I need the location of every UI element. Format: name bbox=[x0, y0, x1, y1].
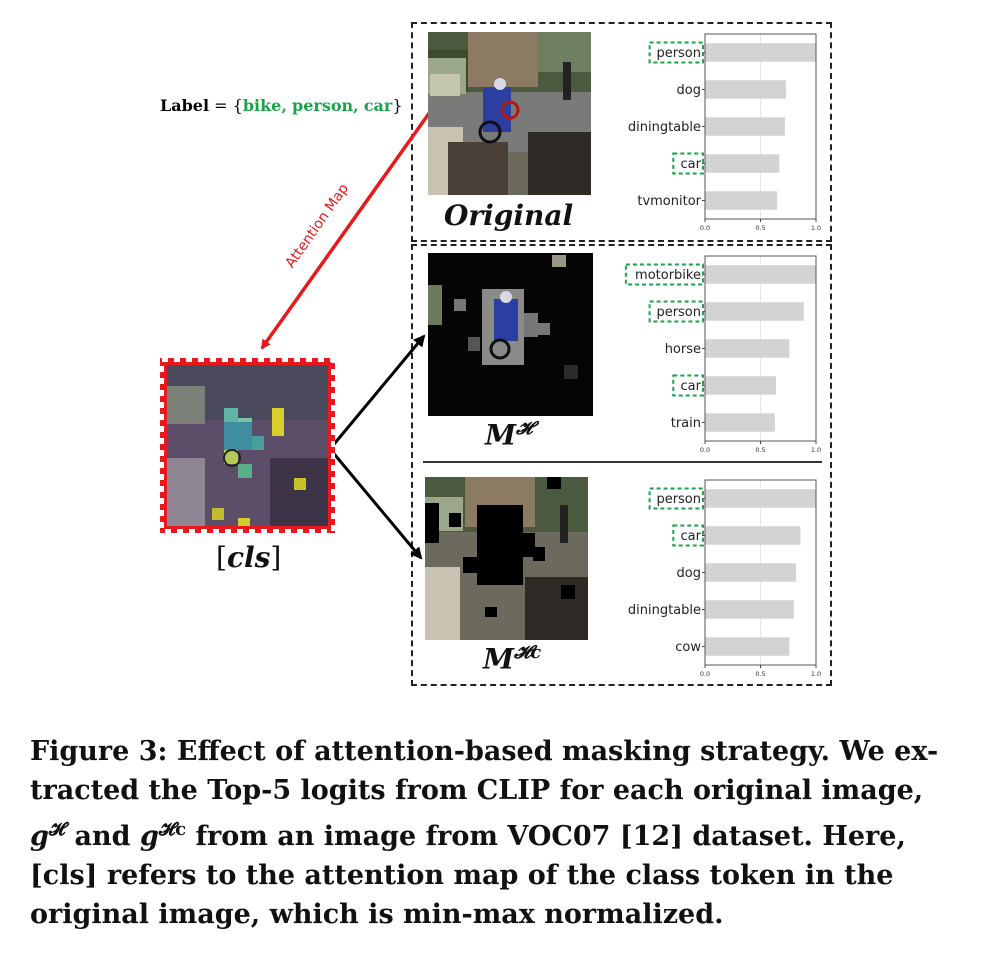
attention-arrow bbox=[260, 110, 432, 350]
original-image bbox=[428, 32, 591, 195]
x-tick-label: 1.0 bbox=[811, 224, 821, 232]
masked-panel-box bbox=[411, 244, 832, 686]
x-tick-label: 0.5 bbox=[755, 224, 765, 232]
x-tick-label: 0.0 bbox=[700, 446, 710, 454]
category-label: car bbox=[681, 529, 702, 544]
caption-line-4: [cls] refers to the attention map of the… bbox=[30, 860, 894, 891]
bar-train bbox=[705, 413, 775, 432]
category-label: motorbike bbox=[635, 268, 701, 283]
bar-cow bbox=[705, 637, 790, 656]
bar-motorbike bbox=[705, 265, 816, 284]
mh-label: M𝓗 bbox=[485, 418, 532, 451]
bar-person bbox=[705, 302, 804, 321]
category-label: car bbox=[681, 157, 702, 172]
category-label: car bbox=[681, 379, 702, 394]
cls-label: [cls] bbox=[216, 541, 282, 574]
label-item-bike: bike, bbox=[242, 96, 287, 115]
bar-dog bbox=[705, 563, 797, 582]
caption-line3-rest: from an image from VOC07 [12] dataset. H… bbox=[186, 821, 906, 852]
caption-sup1: 𝓗 bbox=[48, 819, 66, 840]
original-panel-box bbox=[411, 22, 832, 242]
caption-g1: g bbox=[30, 821, 49, 852]
highlight-box bbox=[672, 152, 705, 175]
x-tick-label: 0.5 bbox=[755, 446, 765, 454]
arrows-layer bbox=[260, 110, 432, 560]
bar-tvmonitor bbox=[705, 191, 778, 210]
category-label: diningtable bbox=[628, 603, 701, 618]
label-item-person: person, bbox=[292, 96, 359, 115]
caption-line-5: original image, which is min-max normali… bbox=[30, 899, 724, 930]
category-label: person bbox=[656, 305, 701, 320]
caption-line-1: Figure 3: Effect of attention-based mask… bbox=[30, 736, 939, 767]
chart-original: person dog diningtable car tvmonitor 0.0 0.5 1.… bbox=[628, 33, 821, 232]
bar-diningtable bbox=[705, 600, 794, 619]
highlight-box bbox=[648, 300, 704, 323]
highlight-box bbox=[624, 263, 704, 286]
x-tick-label: 1.0 bbox=[811, 670, 821, 678]
arrow-to-mh bbox=[328, 334, 426, 450]
bar-horse bbox=[705, 339, 790, 358]
cls-label-text: cls bbox=[226, 541, 271, 574]
bar-car bbox=[705, 376, 777, 395]
caption-g2: g bbox=[139, 821, 159, 852]
bar-person bbox=[705, 489, 816, 508]
category-label: horse bbox=[665, 342, 701, 357]
original-label: Original bbox=[444, 199, 574, 232]
category-label: person bbox=[656, 46, 701, 61]
cls-attention-map bbox=[160, 358, 335, 533]
category-label: train bbox=[671, 416, 701, 431]
mhc-label-base: M bbox=[483, 642, 514, 676]
highlight-box bbox=[672, 374, 705, 397]
chart-mh: motorbike person horse car train 0.0 0.5 1.0 bbox=[624, 255, 821, 454]
x-tick-label: 0.5 bbox=[755, 670, 765, 678]
bar-car bbox=[705, 154, 780, 173]
caption-line-2: tracted the Top-5 logits from CLIP for e… bbox=[30, 775, 924, 806]
masked-panel-divider bbox=[423, 461, 822, 463]
category-label: cow bbox=[675, 640, 701, 655]
label-suffix: } bbox=[392, 96, 403, 115]
x-tick-label: 1.0 bbox=[811, 446, 821, 454]
mhc-masked-image bbox=[425, 477, 588, 640]
highlight-box bbox=[672, 524, 705, 547]
mh-masked-image bbox=[428, 253, 593, 416]
caption-line-3: g𝓗 and g𝓗c from an image from VOC07 [12]… bbox=[30, 810, 960, 856]
label-set: Label = {bike, person, car} bbox=[160, 96, 403, 115]
label-prefix: Label bbox=[160, 96, 210, 115]
bar-car bbox=[705, 526, 801, 545]
x-tick-label: 0.0 bbox=[700, 224, 710, 232]
mh-label-base: M bbox=[485, 418, 516, 452]
chart-mhc: person car dog diningtable cow 0.0 0.5 1.0 bbox=[628, 479, 821, 678]
highlight-box bbox=[648, 487, 704, 510]
mhc-label: M𝓗c bbox=[483, 642, 541, 675]
bar-dog bbox=[705, 80, 787, 99]
caption-sup2: 𝓗c bbox=[158, 819, 187, 840]
figure-caption: Figure 3: Effect of attention-based mask… bbox=[30, 732, 960, 934]
category-label: dog bbox=[677, 83, 701, 98]
bar-person bbox=[705, 43, 816, 62]
category-label: diningtable bbox=[628, 120, 701, 135]
category-label: person bbox=[656, 492, 701, 507]
caption-and: and bbox=[65, 821, 140, 852]
mhc-label-sup: 𝓗c bbox=[514, 642, 542, 663]
label-eq: = { bbox=[209, 96, 243, 115]
bar-diningtable bbox=[705, 117, 785, 136]
highlight-box bbox=[648, 41, 704, 64]
arrow-to-mhc bbox=[328, 448, 423, 560]
mh-label-sup: 𝓗 bbox=[516, 418, 533, 439]
x-tick-label: 0.0 bbox=[700, 670, 710, 678]
label-item-car: car bbox=[363, 96, 393, 115]
category-label: tvmonitor bbox=[637, 194, 701, 209]
category-label: dog bbox=[677, 566, 701, 581]
